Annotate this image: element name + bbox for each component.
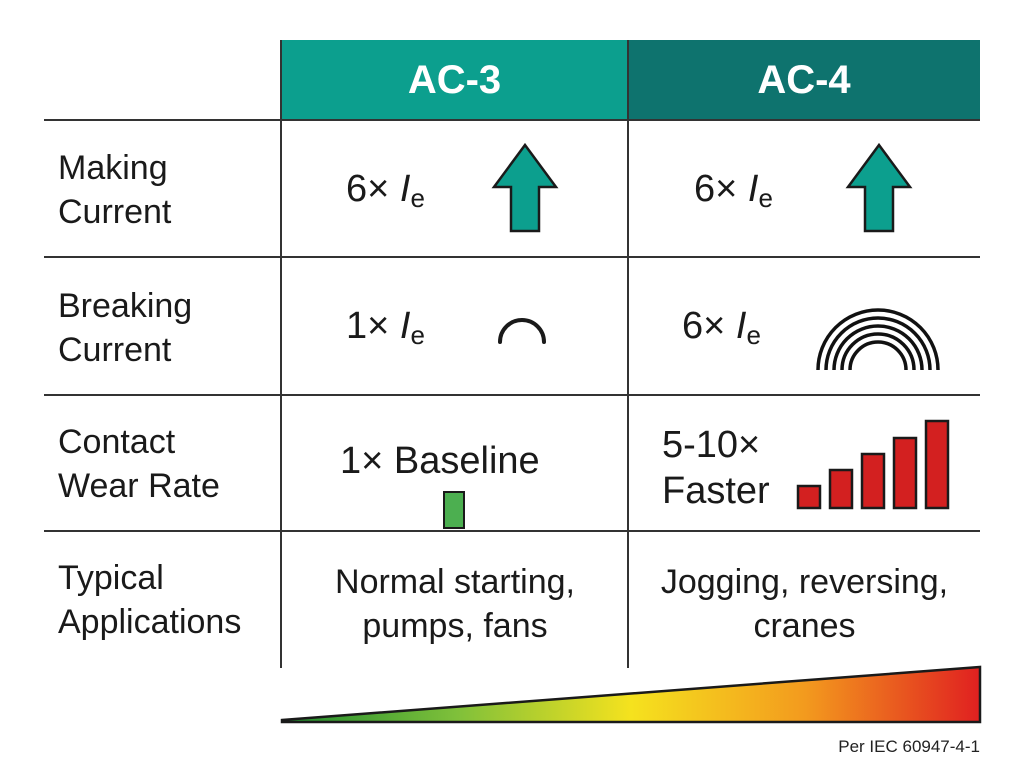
row-label-breaking-current: Breaking Current	[58, 287, 193, 369]
baseline-bar	[443, 491, 465, 529]
ac3-breaking-current-value: 1× Ie	[346, 305, 425, 350]
ac4-typical-applications: Jogging, reversing, cranes	[660, 563, 949, 645]
rising-bars-icon	[796, 419, 950, 510]
ac3-typical-applications: Normal starting, pumps, fans	[335, 563, 575, 645]
multi-arc-icon	[816, 308, 940, 371]
small-arc-icon	[498, 318, 546, 344]
row-divider	[44, 256, 980, 258]
ac3-making-current-value: 6× Ie	[346, 168, 425, 213]
row-divider	[44, 394, 980, 396]
row-divider	[44, 119, 980, 121]
header-ac4: AC-4	[628, 40, 980, 120]
up-arrow-icon	[845, 142, 913, 233]
standard-footnote: Per IEC 60947-4-1	[838, 737, 980, 756]
column-divider	[280, 40, 282, 668]
severity-gradient-wedge	[280, 665, 982, 724]
row-label-contact-wear-rate: Contact Wear Rate	[58, 423, 220, 505]
column-divider	[627, 40, 629, 668]
row-label-typical-applications: Typical Applications	[58, 559, 242, 641]
up-arrow-icon	[491, 142, 559, 233]
ac4-wear-rate-value: 5-10× Faster	[662, 424, 770, 512]
header-ac3: AC-3	[281, 40, 628, 120]
ac4-making-current-value: 6× Ie	[694, 168, 773, 213]
row-label-making-current: Making Current	[58, 149, 172, 231]
row-divider	[44, 530, 980, 532]
ac3-wear-rate-value: 1× Baseline	[340, 440, 540, 482]
ac4-breaking-current-value: 6× Ie	[682, 305, 761, 350]
